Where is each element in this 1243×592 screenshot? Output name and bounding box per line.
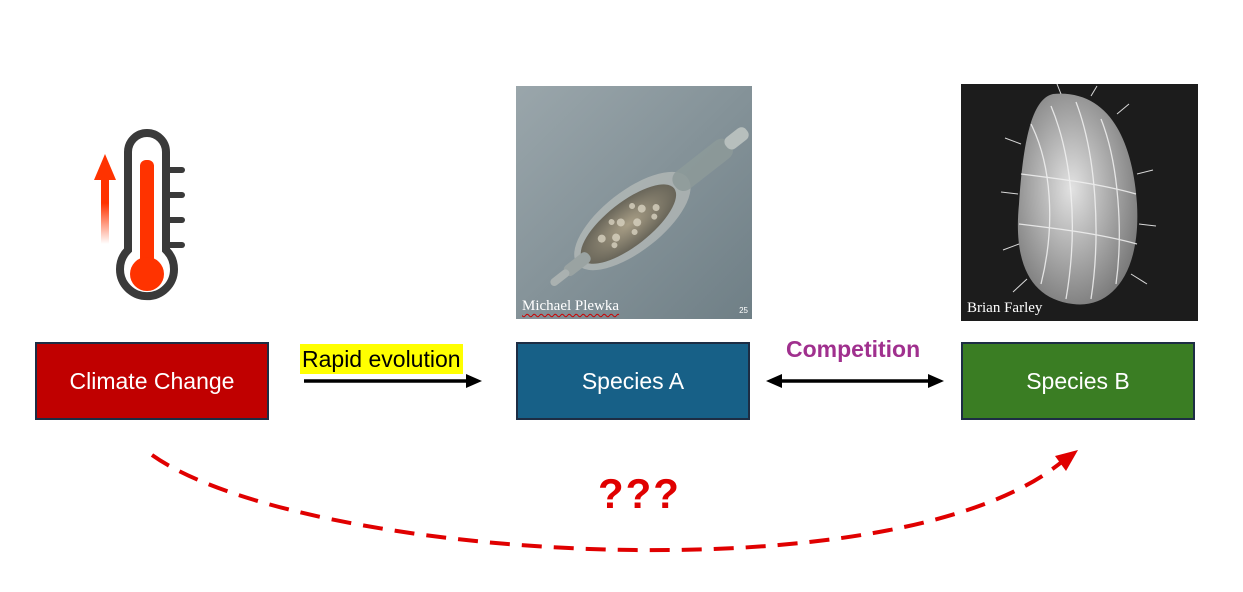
- rapid-evolution-arrow: [304, 374, 482, 388]
- unknown-effect-label: ???: [598, 470, 681, 517]
- photo-credit-b: Brian Farley: [967, 300, 1043, 316]
- rapid-evolution-label: Rapid evolution: [300, 344, 463, 374]
- species-a-photo: Michael Plewka 25: [516, 86, 752, 319]
- competition-arrow: [766, 374, 944, 388]
- species-b-box: Species B: [961, 342, 1195, 420]
- climate-change-box: Climate Change: [35, 342, 269, 420]
- species-b-photo: Brian Farley: [961, 84, 1198, 321]
- species-a-label: Species A: [581, 367, 685, 394]
- climate-change-label: Climate Change: [69, 367, 235, 394]
- photo-number-a: 25: [739, 306, 748, 315]
- competition-label: Competition: [786, 336, 921, 362]
- species-a-box: Species A: [516, 342, 750, 420]
- species-b-label: Species B: [1026, 367, 1130, 394]
- photo-credit-a: Michael Plewka: [522, 298, 620, 314]
- arrow-up-icon: [94, 154, 116, 244]
